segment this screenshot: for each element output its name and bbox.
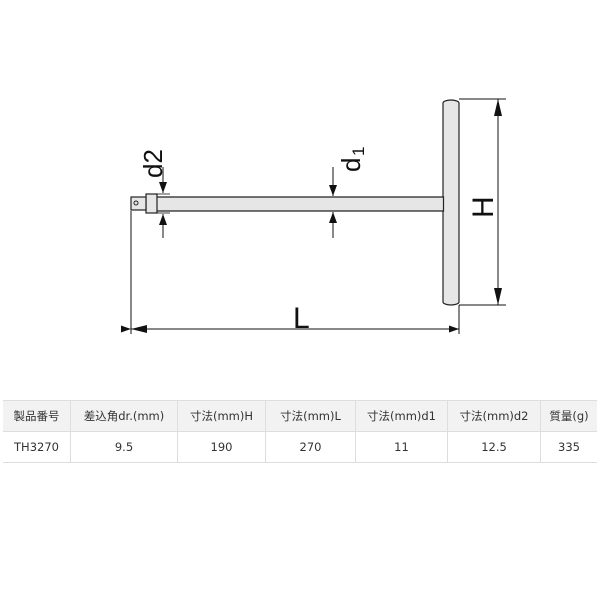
spec-table: 製品番号 差込角dr.(mm) 寸法(mm)H 寸法(mm)L 寸法(mm)d1… xyxy=(3,400,597,463)
svg-text:d: d xyxy=(336,158,366,172)
d2-arrows xyxy=(159,182,167,225)
cell-mass: 335 xyxy=(540,431,597,463)
table-header-row: 製品番号 差込角dr.(mm) 寸法(mm)H 寸法(mm)L 寸法(mm)d1… xyxy=(3,400,597,432)
square-drive xyxy=(130,196,147,211)
header-product-number: 製品番号 xyxy=(3,400,71,432)
header-l: 寸法(mm)L xyxy=(265,400,356,432)
drive-ball xyxy=(133,200,139,206)
cell-h: 190 xyxy=(177,431,266,463)
header-h: 寸法(mm)H xyxy=(177,400,266,432)
t-handle-wrench-diagram: L H d2 d 1 xyxy=(121,98,506,335)
h-label: H xyxy=(467,196,500,218)
cell-drive-size: 9.5 xyxy=(70,431,178,463)
l-label: L xyxy=(293,302,310,335)
header-drive-size: 差込角dr.(mm) xyxy=(70,400,178,432)
cell-d2: 12.5 xyxy=(447,431,541,463)
header-d1: 寸法(mm)d1 xyxy=(355,400,448,432)
d1-label: d 1 xyxy=(336,147,368,172)
svg-text:1: 1 xyxy=(349,147,368,156)
header-d2: 寸法(mm)d2 xyxy=(447,400,541,432)
collar xyxy=(145,193,158,214)
d1-arrows xyxy=(329,185,337,223)
cell-product-number: TH3270 xyxy=(3,431,71,463)
header-mass: 質量(g) xyxy=(540,400,597,432)
handle-bar xyxy=(442,99,460,306)
d2-label: d2 xyxy=(138,149,168,178)
cell-l: 270 xyxy=(265,431,356,463)
shaft xyxy=(157,196,445,212)
cell-d1: 11 xyxy=(355,431,448,463)
table-row: TH3270 9.5 190 270 11 12.5 335 xyxy=(3,431,597,463)
